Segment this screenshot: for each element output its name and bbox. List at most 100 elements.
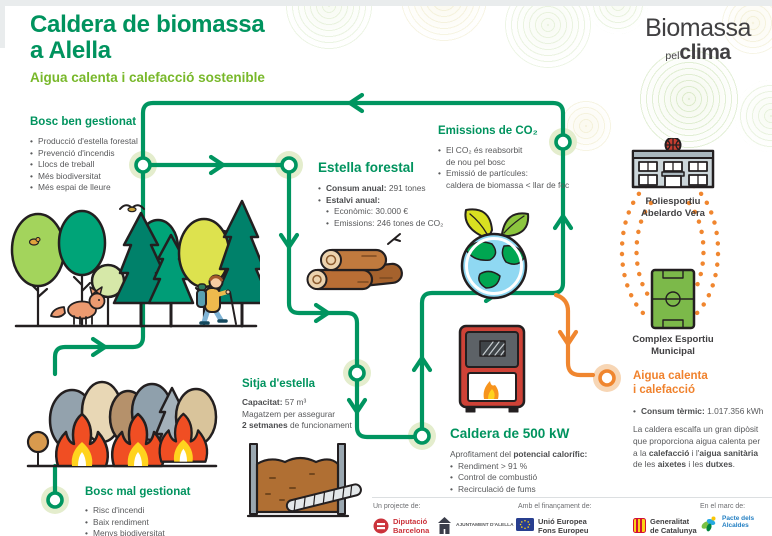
section-intro: Aprofitament del potencial calorífic:	[450, 449, 588, 459]
brand-word-biomassa: Biomassa	[645, 14, 751, 42]
list-item: de nou pel bosc	[446, 156, 506, 167]
list-item: Producció d'estella forestal	[30, 136, 185, 148]
list-item: 2 setmanes de funcionament	[242, 420, 352, 431]
forest-illustration	[10, 199, 260, 328]
header: Caldera de biomassa a Alella Aigua calen…	[30, 12, 265, 85]
section-title: Emissions de CO₂	[438, 125, 538, 137]
diputacio-icon	[373, 518, 389, 534]
silo-icon	[246, 443, 362, 518]
section-title: Estella forestal	[318, 160, 415, 175]
logo-pacte-alcaldes: Pacte dels Alcaldes	[700, 515, 766, 533]
section-title: Bosc mal gestionat	[85, 486, 191, 498]
orange-flow-line	[553, 292, 596, 378]
logo-text: Pacte dels Alcaldes	[722, 515, 755, 530]
list-item: Consum tèrmic: 1.017.356 kWh	[633, 406, 765, 418]
list-item: Control de combustió	[450, 472, 620, 484]
decorative-circle	[636, 46, 742, 152]
sports-hall-icon	[631, 138, 715, 189]
footer-label-projecte: Un projecte de:	[373, 503, 421, 510]
title-line1: Caldera de biomassa	[30, 11, 265, 38]
footer-label-marc: En el marc de:	[700, 503, 746, 510]
section-estella-forestal: Estella forestal Consum anual: 291 tones…	[318, 160, 478, 229]
section-title: Sitja d'estella	[242, 378, 316, 390]
section-aigua-calenta: Aigua calenta i calefacció Consum tèrmic…	[633, 369, 765, 471]
list-item: Més espai de lleure	[30, 182, 185, 194]
pacte-icon	[701, 516, 716, 532]
list-item: Risc d'incendi	[85, 505, 225, 517]
list-item: Rendiment > 91 %	[450, 461, 620, 473]
generalitat-icon	[633, 518, 646, 533]
title-line: Aigua calenta	[633, 370, 708, 382]
section-bosc-ben-gestionat: Bosc ben gestionat Producció d'estella f…	[30, 116, 185, 194]
soccer-field-icon	[650, 268, 696, 330]
brand-pel: pel	[665, 50, 680, 62]
brand-logo: Biomassa pelclima	[632, 14, 764, 64]
logo-text: Generalitat	[650, 517, 690, 526]
logo-ajuntament-alella: AJUNTAMENT D'ALELLA	[437, 517, 514, 535]
title-line: i calefacció	[633, 384, 696, 397]
section-title: Caldera de 500 kW	[450, 426, 570, 441]
section-paragraph: La caldera escalfa un gran dipòsit que p…	[633, 424, 761, 470]
title-line2: a Alella	[30, 36, 111, 64]
label-line: Municipal	[651, 346, 695, 358]
label-poliesportiu: Poliesportiu Abelardo Vera	[613, 196, 733, 221]
list-item: Menys biodiversitat	[85, 528, 225, 536]
logo-text: Diputació	[393, 517, 428, 526]
bullet-list: Consum anual: 291 tonesEstalvi anual:Eco…	[318, 183, 478, 229]
list-item: Capacitat: 57 m³	[242, 397, 307, 407]
page-edge-top	[0, 0, 772, 6]
section-emissions-co2: Emissions de CO₂ El CO₂ és reabsorbitde …	[438, 125, 598, 191]
bullet-list: Consum tèrmic: 1.017.356 kWh	[633, 406, 765, 418]
ajuntament-icon	[438, 517, 451, 534]
page-corner	[5, 6, 27, 28]
list-item: Més biodiversitat	[30, 171, 185, 183]
label-complex-esportiu: Complex Esportiu Municipal	[613, 334, 733, 359]
list-item: Baix rendiment	[85, 517, 225, 529]
brand-clima: clima	[679, 41, 731, 64]
logo-text: de Catalunya	[650, 525, 697, 535]
list-item: Prevenció d'incendis	[30, 148, 185, 160]
list-item: Recirculació de fums	[450, 484, 620, 496]
label-line: Poliesportiu	[645, 196, 701, 207]
logo-text: Fons Europeu	[538, 525, 589, 535]
logo-text: Unió Europea	[538, 517, 587, 526]
logo-diputacio-barcelona: Diputació Barcelona	[373, 517, 430, 535]
fire-illustration	[26, 380, 218, 468]
list-item: Emissions: 246 tones de CO₂	[326, 218, 478, 230]
brand-word-pel-clima: pelclima	[632, 42, 764, 63]
list-item: Estalvi anual:	[318, 195, 478, 207]
section-title: Bosc ben gestionat	[30, 116, 137, 128]
bullet-list: Risc d'incendiBaix rendimentMenys biodiv…	[85, 505, 225, 536]
eu-flag-icon	[516, 518, 534, 531]
page-subtitle: Aigua calenta i calefacció sostenible	[30, 69, 265, 85]
boiler-icon	[458, 324, 526, 413]
bullet-list: Rendiment > 91 %Control de combustióReci…	[450, 461, 620, 496]
list-item: Econòmic: 30.000 €	[326, 206, 478, 218]
footer-label-financament: Amb el finançament de:	[518, 503, 592, 510]
logo-text: Barcelona	[393, 525, 430, 535]
bullet-list: Producció d'estella forestalPrevenció d'…	[30, 136, 185, 194]
section-title: Aigua calenta i calefacció	[633, 369, 765, 398]
list-item: Consum anual: 291 tones	[318, 183, 478, 195]
logo-text: AJUNTAMENT D'ALELLA	[456, 523, 514, 528]
list-item: caldera de biomassa < llar de foc	[446, 179, 570, 190]
logo-generalitat: Generalitat de Catalunya	[633, 517, 697, 535]
list-item: Llocs de treball	[30, 159, 185, 171]
wood-logs-icon	[306, 233, 403, 291]
logo-unio-europea: Unió Europea Fons Europeu	[516, 517, 589, 535]
label-line: Complex Esportiu	[632, 334, 714, 345]
label-line: Abelardo Vera	[641, 208, 705, 220]
decorative-circle	[505, 0, 591, 68]
footer-divider	[372, 497, 772, 498]
page-title: Caldera de biomassa a Alella	[30, 12, 265, 64]
page-edge-left	[0, 0, 5, 48]
decorative-circle	[722, 0, 772, 54]
list-item: Emissió de partícules:	[438, 168, 598, 180]
list-item: Magatzem per assegurar	[242, 408, 336, 419]
list-item: El CO₂ és reabsorbit	[438, 145, 598, 157]
